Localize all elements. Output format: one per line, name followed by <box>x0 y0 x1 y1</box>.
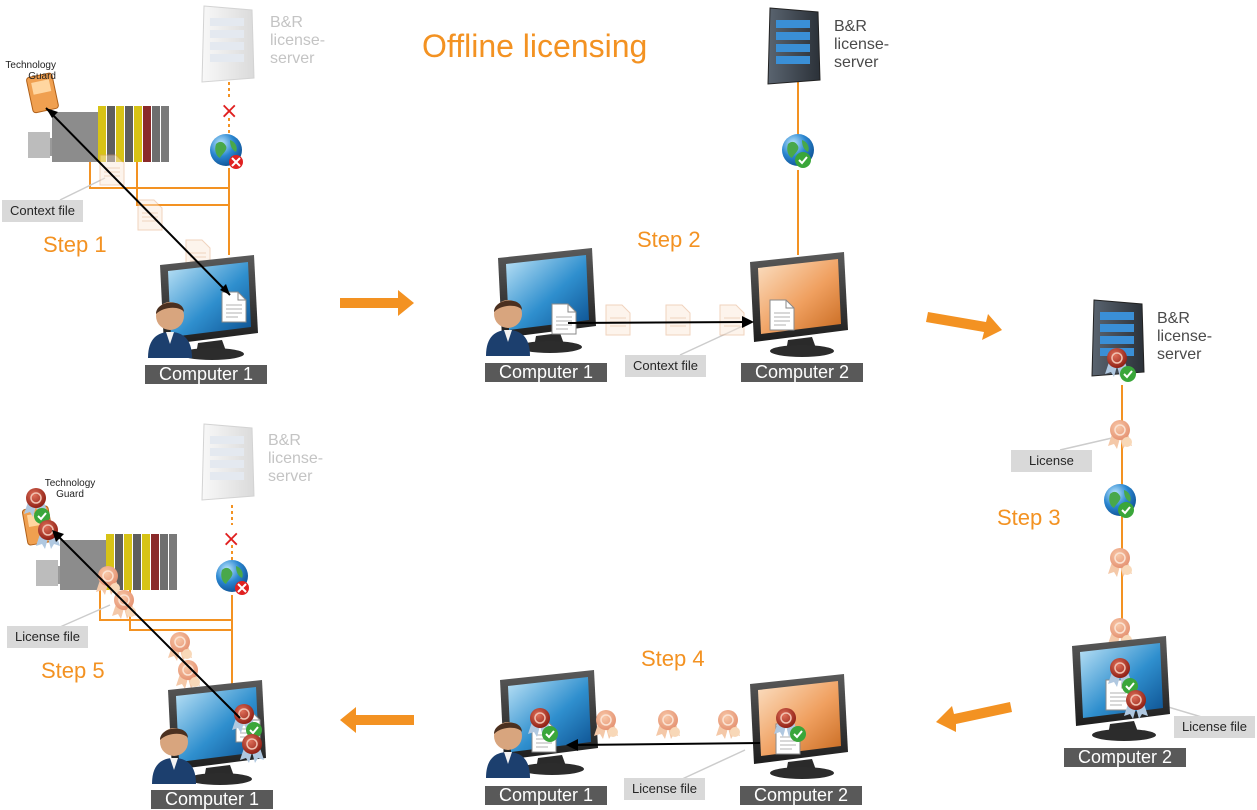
transfer-arrow-head <box>52 530 64 542</box>
error-x-icon <box>229 155 243 169</box>
step-label-3: Step 3 <box>997 505 1061 530</box>
license-seal-icon-faded <box>1107 547 1133 578</box>
context-file-tag-step1: Context file <box>2 200 84 222</box>
monitor-icon-orange <box>750 252 848 357</box>
transfer-arrow-line <box>57 535 241 719</box>
license-tag-step3: License <box>1011 450 1092 472</box>
transfer-arrow-line <box>567 321 749 324</box>
context-file-tag-step2: Context file <box>625 355 707 377</box>
arrow-step4-to-step5 <box>340 707 414 733</box>
error-x-icon <box>235 581 249 595</box>
check-icon <box>1117 501 1135 519</box>
step1-group: × <box>26 5 258 360</box>
flow-arrows <box>340 290 1012 733</box>
computer-1-label-step1: Computer 1 <box>145 365 267 384</box>
license-seal-icon-faded <box>593 709 619 740</box>
context-file-icon-faded <box>605 304 631 336</box>
context-file-icon <box>769 299 795 331</box>
license-file-tag-step5: License file <box>7 626 89 648</box>
check-icon <box>1119 365 1137 383</box>
context-file-icon-faded <box>719 304 745 336</box>
transfer-arrow-head <box>46 108 58 118</box>
license-seal-icon-faded <box>715 709 741 740</box>
step2-group <box>486 7 848 357</box>
server-icon <box>767 7 821 85</box>
transfer-arrow-line <box>573 742 761 746</box>
server-label-step5: B&R license- server <box>268 432 324 485</box>
check-icon <box>789 725 807 743</box>
computer-2-label-step3: Computer 2 <box>1064 748 1186 767</box>
controller-icon <box>28 106 169 162</box>
arrow-step3-to-step4 <box>936 702 1012 732</box>
transfer-arrow-head <box>742 316 754 328</box>
computer-1-label-step5: Computer 1 <box>151 790 273 809</box>
technology-guard-icon <box>26 72 59 114</box>
transfer-arrow-head <box>566 739 578 751</box>
check-icon <box>541 725 559 743</box>
license-seal-icon-faded <box>1107 419 1133 450</box>
step-label-2: Step 2 <box>637 227 701 252</box>
step-label-1: Step 1 <box>43 232 107 257</box>
license-file-tag-step4: License file <box>624 778 706 800</box>
computer-1-label-step2: Computer 1 <box>485 363 607 382</box>
arrow-step2-to-step3 <box>926 312 1002 340</box>
license-file-tag-step3: License file <box>1174 716 1256 738</box>
disconnected-x-icon: × <box>222 527 240 552</box>
server-label-step3: B&R license- server <box>1157 310 1213 363</box>
context-file-icon <box>551 303 577 335</box>
computer-1-label-step4: Computer 1 <box>485 786 607 805</box>
step4-group <box>486 670 848 779</box>
technology-guard-label-step1: Technology Guard <box>5 60 56 82</box>
computer-2-label-step4: Computer 2 <box>740 786 862 805</box>
step-label-4: Step 4 <box>641 646 705 671</box>
context-file-icon <box>221 291 247 323</box>
transfer-arrow-line <box>45 107 231 296</box>
check-icon <box>794 151 812 169</box>
license-seal-icon-faded <box>655 709 681 740</box>
step-label-5: Step 5 <box>41 658 105 683</box>
step5-group: × <box>21 423 266 785</box>
computer-2-label-step2: Computer 2 <box>741 363 863 382</box>
server-icon-offline <box>201 423 255 501</box>
disconnected-x-icon: × <box>220 99 238 124</box>
technology-guard-label-step5: Technology Guard <box>44 478 96 500</box>
context-file-icon-faded <box>665 304 691 336</box>
server-icon-offline <box>201 5 255 83</box>
arrow-step1-to-step2 <box>340 290 414 316</box>
page-title: Offline licensing <box>422 28 648 64</box>
context-file-icon-faded <box>99 154 125 186</box>
server-label-step2: B&R license- server <box>834 18 890 71</box>
server-label-step1: B&R license- server <box>270 14 326 67</box>
